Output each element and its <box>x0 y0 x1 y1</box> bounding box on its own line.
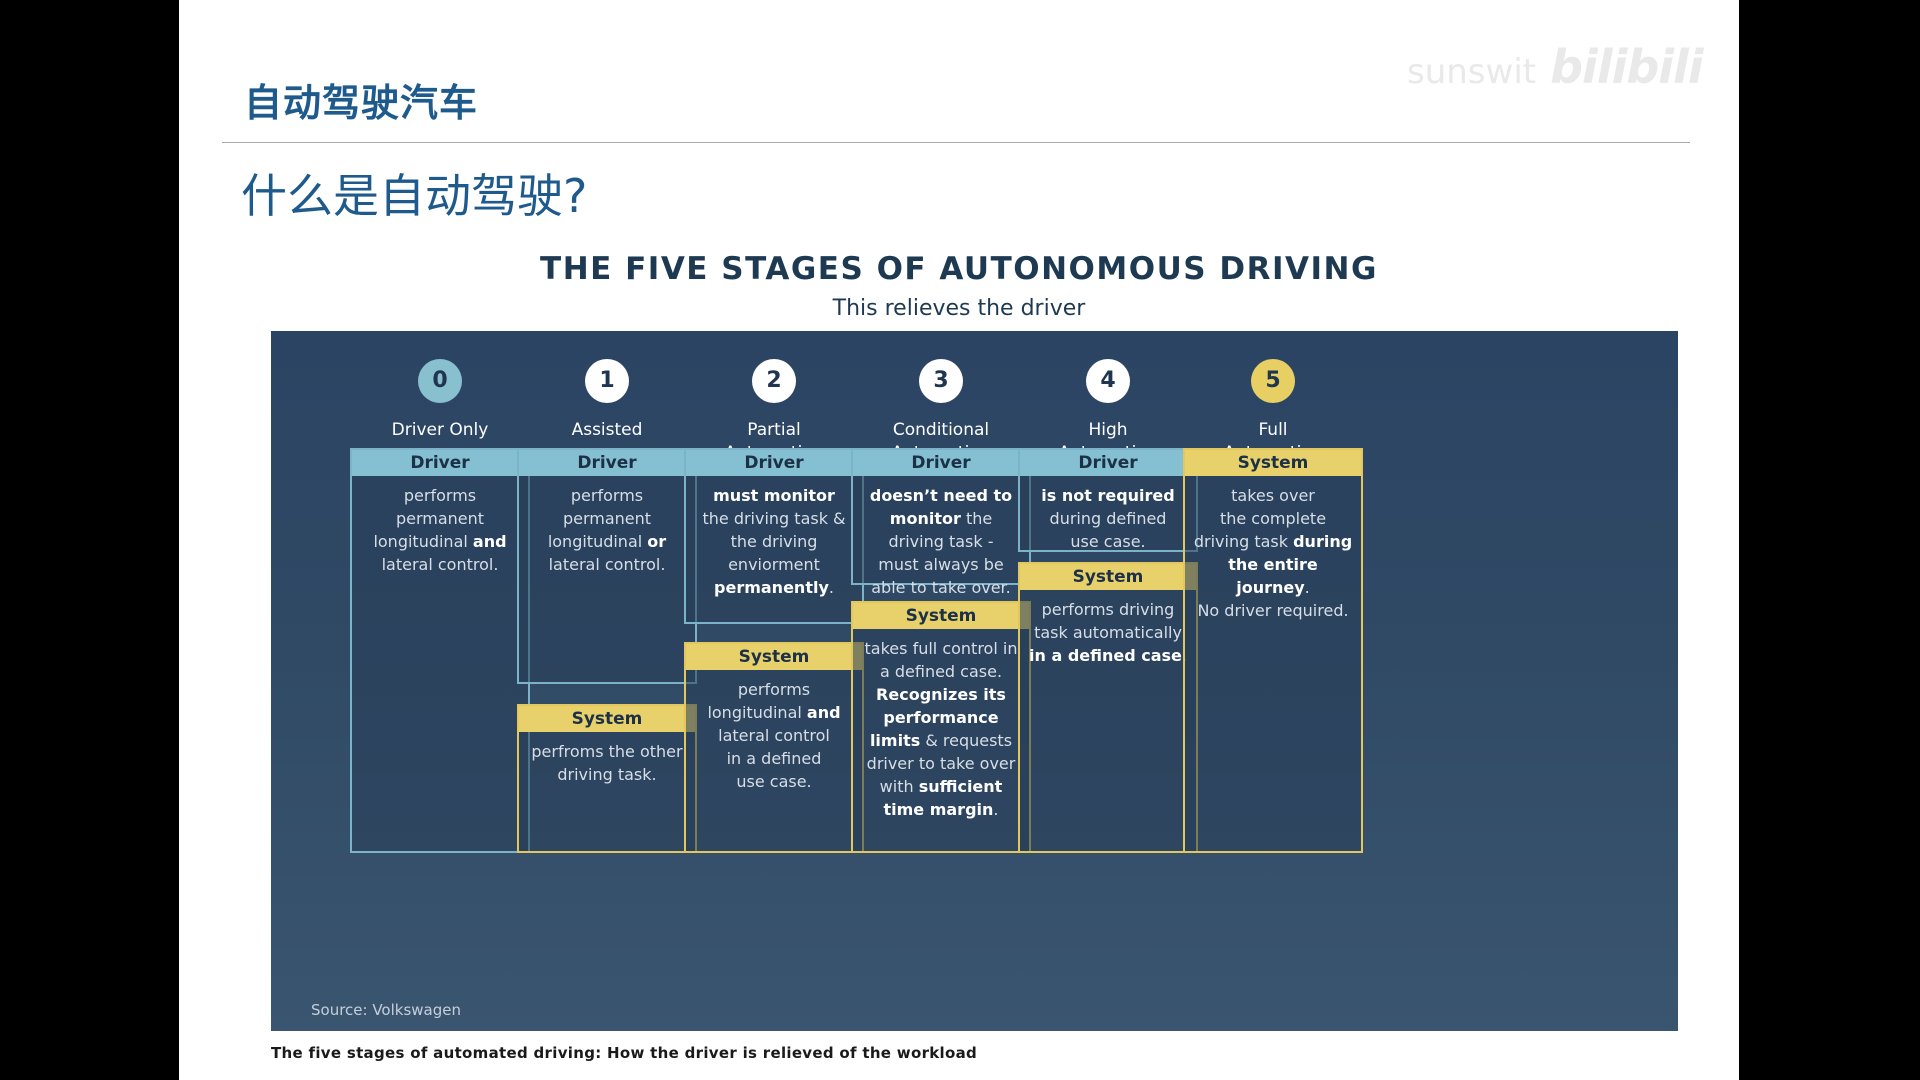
emphasis-text: Recognizes its performance limits <box>869 685 1006 750</box>
responsibility-description: is not required during defined use case. <box>1020 476 1196 553</box>
emphasis-text: permanently <box>714 578 829 597</box>
figure-caption: The five stages of automated driving: Ho… <box>271 1044 978 1062</box>
responsibility-description: performs permanent longitudinal or later… <box>519 476 695 576</box>
driver-label: Driver <box>686 450 862 476</box>
description-text: & requests driver to take over with <box>866 731 1016 796</box>
slide: 自动驾驶汽车 sunswit bilibili 什么是自动驾驶? THE FIVE… <box>179 0 1739 1080</box>
description-text: . <box>993 800 999 819</box>
description-text: the driving task & the driving enviormen… <box>702 509 846 574</box>
watermark-user: sunswit <box>1407 52 1537 92</box>
stage-name: Driver Only <box>391 420 489 440</box>
infographic-heading: THE FIVE STAGES OF AUTONOMOUS DRIVING <box>540 251 1378 287</box>
header-divider <box>222 142 1690 143</box>
description-text: lateral control. <box>548 555 666 574</box>
infographic-subheading: This relieves the driver <box>832 296 1086 321</box>
emphasis-text: during the entire journey <box>1228 532 1353 597</box>
driver-label: Driver <box>352 450 528 476</box>
system-responsibility-box: System perfroms the other driving task. <box>517 704 697 853</box>
description-text: performs permanent longitudinal <box>373 486 485 551</box>
driver-label: Driver <box>1020 450 1196 476</box>
driver-label: Driver <box>519 450 695 476</box>
emphasis-text: and <box>806 703 841 722</box>
system-label: System <box>1185 450 1361 476</box>
description-text: lateral control in a defined use case. <box>718 726 830 791</box>
description-text: perfroms the other driving task. <box>531 742 683 784</box>
system-label: System <box>686 644 862 670</box>
description-text: during defined use case. <box>1049 509 1167 551</box>
responsibility-description: must monitor the driving task & the driv… <box>686 476 862 599</box>
stage-number-badge: 4 <box>1086 359 1130 403</box>
watermark: sunswit bilibili <box>1407 40 1704 94</box>
stage-number-badge: 3 <box>919 359 963 403</box>
source-note: Source: Volkswagen <box>311 1001 461 1019</box>
bilibili-logo: bilibili <box>1550 40 1703 94</box>
description-text: performs driving task automatically <box>1034 600 1182 642</box>
stage-number-badge: 2 <box>752 359 796 403</box>
emphasis-text: or <box>647 532 667 551</box>
description-text: takes full control in a defined case. <box>864 639 1018 681</box>
responsibility-description: doesn’t need to monitor the driving task… <box>853 476 1029 599</box>
stage-name: Assisted <box>571 420 643 440</box>
system-label: System <box>519 706 695 732</box>
description-text: lateral control. <box>381 555 499 574</box>
system-label: System <box>853 603 1029 629</box>
responsibility-description: takes over the complete driving task dur… <box>1185 476 1361 622</box>
stage-number-badge: 0 <box>418 359 462 403</box>
emphasis-text: in a defined case <box>1029 646 1182 665</box>
responsibility-description: takes full control in a defined case. Re… <box>853 629 1029 821</box>
description-text: the driving task - must always be able t… <box>871 509 1011 597</box>
description-text: . <box>828 578 834 597</box>
emphasis-text: and <box>472 532 507 551</box>
stage-number-badge: 1 <box>585 359 629 403</box>
slide-section-title: 自动驾驶汽车 <box>244 81 479 125</box>
emphasis-text: is not required <box>1041 486 1175 505</box>
description-text: . No driver required. <box>1197 578 1349 620</box>
system-label: System <box>1020 564 1196 590</box>
stage-number-badge: 5 <box>1251 359 1295 403</box>
responsibility-description: perfroms the other driving task. <box>519 732 695 786</box>
slide-question: 什么是自动驾驶? <box>241 169 588 223</box>
responsibility-description: performs longitudinal and lateral contro… <box>686 670 862 793</box>
emphasis-text: doesn’t need to monitor <box>869 486 1013 528</box>
emphasis-text: must monitor <box>713 486 835 505</box>
driver-label: Driver <box>853 450 1029 476</box>
responsibility-description: performs permanent longitudinal and late… <box>352 476 528 576</box>
description-text: performs longitudinal <box>707 680 811 722</box>
description-text: takes over the complete driving task <box>1193 486 1327 551</box>
responsibility-description: performs driving task automatically in a… <box>1020 590 1196 667</box>
description-text: performs permanent longitudinal <box>547 486 652 551</box>
emphasis-text: sufficient time margin <box>883 777 1003 819</box>
